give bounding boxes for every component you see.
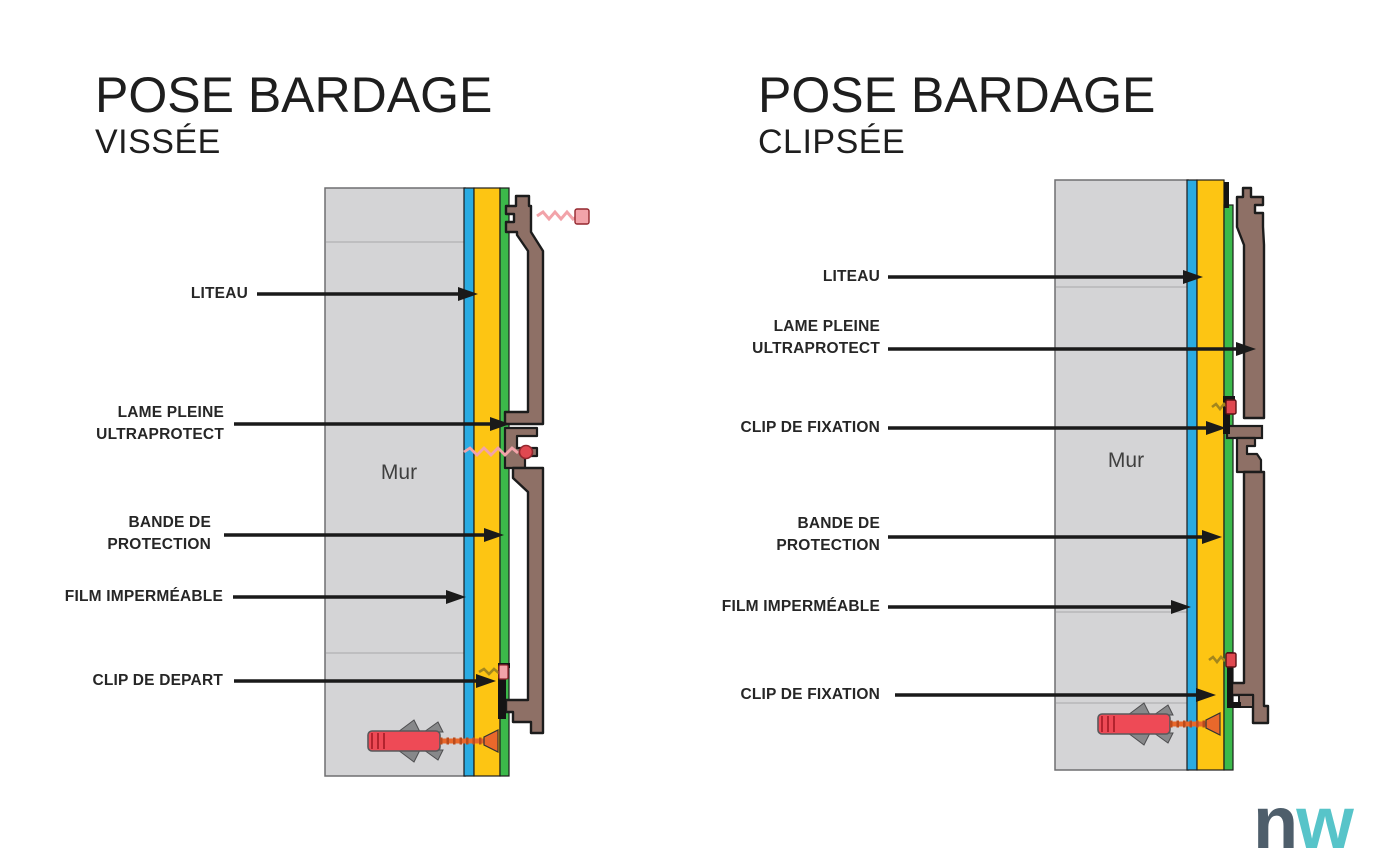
fixation-screw-shaft-bottom (1208, 655, 1226, 665)
wall-label-right: Mur (1107, 449, 1145, 472)
mid-screw-head (518, 444, 534, 460)
label-lame-right: LAME PLEINE ULTRAPROTECT (752, 318, 880, 357)
wall-joint-lines (326, 241, 464, 654)
wall-joint-lines (1056, 286, 1187, 704)
left-title: POSE BARDAGE VISSÉE (95, 70, 492, 160)
wall-plug (1097, 702, 1221, 746)
left-title-line1: POSE BARDAGE (95, 67, 493, 123)
board-joint-pocket (1235, 436, 1263, 474)
top-screw-head (574, 208, 590, 225)
left-callout-arrows (224, 287, 510, 688)
label-bande-right: BANDE DE PROTECTION (776, 515, 880, 554)
fixation-clip-top (1223, 396, 1230, 434)
left-title-line2: VISSÉE (95, 123, 221, 161)
label-clip-fixation-bottom: CLIP DE FIXATION (740, 686, 880, 703)
right-title-line1: POSE BARDAGE (758, 67, 1156, 123)
label-bande-left: BANDE DE PROTECTION (107, 514, 211, 553)
label-film-right: FILM IMPERMÉABLE (721, 598, 880, 615)
label-lame-left: LAME PLEINE ULTRAPROTECT (96, 404, 224, 443)
right-callout-arrows (888, 270, 1256, 702)
brand-logo: nw (1253, 786, 1354, 860)
fixation-screw-head-bottom (1225, 652, 1237, 668)
wall-plug (367, 719, 499, 763)
start-clip (498, 663, 506, 719)
right-title: POSE BARDAGE CLIPSÉE (758, 70, 1155, 160)
logo-letter-n: n (1253, 781, 1298, 864)
mid-screw-shaft (463, 446, 519, 457)
bande-protection-layer (499, 187, 510, 777)
label-clip-fixation-top: CLIP DE FIXATION (740, 419, 880, 436)
right-title-line2: CLIPSÉE (758, 123, 906, 161)
label-film-left: FILM IMPERMÉABLE (64, 588, 223, 605)
lower-board-profile (504, 466, 545, 735)
fixation-clip-bottom (1227, 652, 1233, 708)
label-liteau-right: LITEAU (822, 268, 880, 285)
fixation-screw-head-top (1225, 399, 1237, 415)
liteau-layer (473, 187, 501, 777)
wall-label-left: Mur (380, 461, 418, 484)
upper-board-profile (503, 194, 545, 426)
film-impermeable-layer (463, 187, 475, 777)
label-liteau-left: LITEAU (190, 285, 248, 302)
logo-letter-w: w (1296, 781, 1354, 864)
film-impermeable-layer (1186, 179, 1198, 771)
right-diagram (888, 179, 1270, 771)
wall (324, 187, 466, 777)
top-screw-shaft (536, 209, 579, 222)
clip-screw-head (498, 664, 509, 680)
liteau-layer (1196, 179, 1225, 771)
top-clip-rail (1224, 182, 1229, 208)
left-diagram (224, 187, 590, 777)
wall (1054, 179, 1189, 771)
upper-board-profile (1235, 186, 1266, 420)
board-joint-arm (1225, 424, 1264, 440)
lower-board-profile (1230, 470, 1270, 725)
label-clip-depart: CLIP DE DEPART (92, 672, 223, 689)
bottom-joint-foot (1238, 694, 1254, 708)
fixation-clip-bottom-foot (1227, 702, 1241, 708)
